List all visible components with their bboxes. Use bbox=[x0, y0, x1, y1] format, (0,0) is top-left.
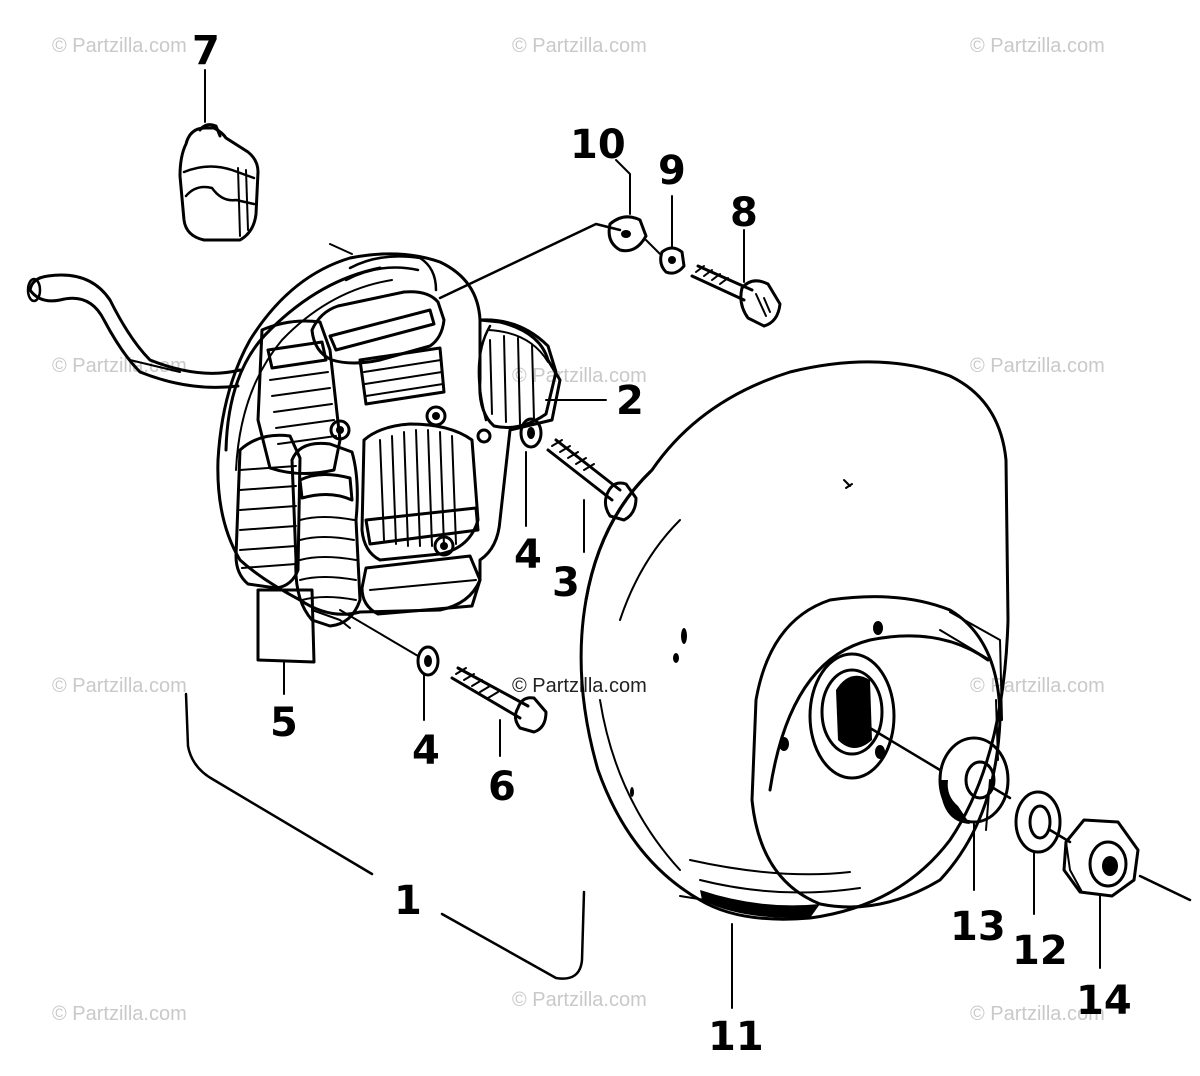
leader-lines bbox=[184, 69, 1101, 1009]
watermark-bottom-center: © Partzilla.com bbox=[512, 989, 647, 1011]
callout-2: 2 bbox=[616, 378, 644, 424]
stator-assembly-drawing bbox=[26, 252, 562, 664]
callout-14: 14 bbox=[1076, 978, 1132, 1024]
watermark-low-center: © Partzilla.com bbox=[512, 675, 647, 697]
watermark-bottom-left: © Partzilla.com bbox=[52, 1003, 187, 1025]
watermark-low-right: © Partzilla.com bbox=[970, 675, 1105, 697]
watermark-bottom-right: © Partzilla.com bbox=[970, 1003, 1105, 1025]
washers-nut-drawing bbox=[938, 736, 1140, 898]
callout-6: 6 bbox=[488, 764, 516, 810]
screw-8-washers-drawing bbox=[438, 215, 782, 328]
callout-8: 8 bbox=[730, 190, 758, 236]
callout-4-lower: 4 bbox=[412, 728, 440, 774]
flywheel-11-drawing bbox=[579, 360, 1192, 921]
screw-6-drawing bbox=[339, 609, 548, 734]
watermark-mid-right: © Partzilla.com bbox=[970, 355, 1105, 377]
callout-11: 11 bbox=[708, 1014, 764, 1060]
callout-4-upper: 4 bbox=[514, 532, 542, 578]
callout-10: 10 bbox=[570, 122, 626, 168]
watermark-top-right: © Partzilla.com bbox=[970, 35, 1105, 57]
callout-12: 12 bbox=[1012, 928, 1068, 974]
callout-1: 1 bbox=[394, 878, 422, 924]
callout-7: 7 bbox=[192, 28, 220, 74]
callout-3: 3 bbox=[552, 560, 580, 606]
callout-13: 13 bbox=[950, 904, 1006, 950]
callout-9: 9 bbox=[658, 148, 686, 194]
callout-labels: 7 10 9 8 2 4 3 5 4 6 1 11 13 12 14 bbox=[192, 28, 1132, 1060]
callout-5: 5 bbox=[270, 700, 298, 746]
part-7-cover-drawing bbox=[178, 123, 260, 242]
screw-3-drawing bbox=[519, 417, 638, 522]
watermarks: © Partzilla.com © Partzilla.com © Partzi… bbox=[52, 35, 1105, 1025]
watermark-mid-center: © Partzilla.com bbox=[512, 365, 647, 387]
watermark-low-left: © Partzilla.com bbox=[52, 675, 187, 697]
watermark-top-left: © Partzilla.com bbox=[52, 35, 187, 57]
watermark-top-center: © Partzilla.com bbox=[512, 35, 647, 57]
